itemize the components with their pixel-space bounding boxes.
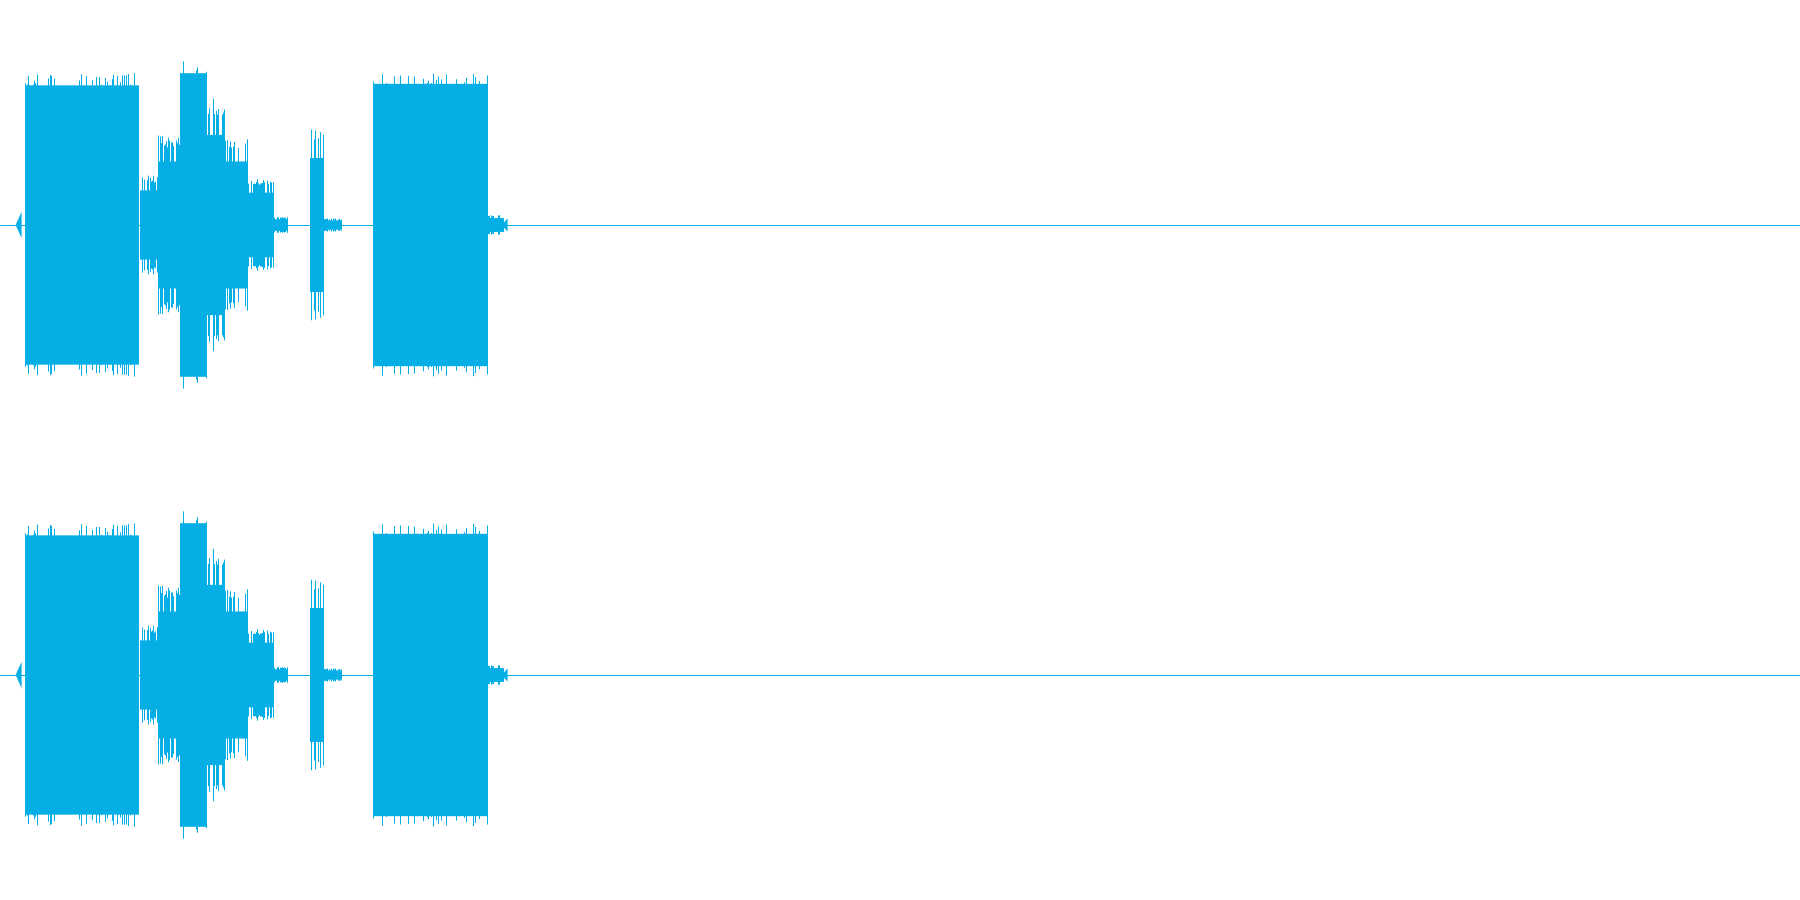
waveform-segment [225, 139, 248, 311]
waveform-segment [324, 218, 342, 232]
waveform-body [310, 608, 324, 742]
waveform-segment [180, 511, 207, 839]
waveform-segment [140, 175, 158, 275]
waveform-segment [274, 667, 288, 683]
waveform-segment [373, 523, 488, 827]
waveform-segment [248, 179, 274, 271]
waveform-segment [248, 629, 274, 721]
waveform-segment [310, 579, 324, 771]
waveform-segment [274, 217, 288, 233]
waveform-taper [501, 218, 508, 232]
waveform-body [225, 611, 248, 739]
waveform-body [310, 158, 324, 292]
waveform-segment [180, 61, 207, 389]
waveform-segment [488, 665, 504, 685]
waveform-taper [501, 668, 508, 682]
waveform-body [225, 161, 248, 289]
waveform-segment [324, 668, 342, 682]
waveform-segment [310, 129, 324, 321]
waveform-segment [25, 73, 139, 377]
waveform-taper [15, 211, 22, 239]
waveform-segment [158, 135, 180, 315]
waveform-body [180, 73, 207, 377]
channel-2-waveform [0, 511, 1800, 839]
waveform-body [180, 523, 207, 827]
waveform-segment [225, 589, 248, 761]
waveform-taper [15, 661, 22, 689]
waveform-segment [25, 523, 139, 827]
waveform-segment [158, 585, 180, 765]
waveform-segment [140, 625, 158, 725]
waveform-segment [207, 98, 225, 352]
waveform-segment [207, 548, 225, 802]
waveform-segment [373, 73, 488, 377]
channel-1-waveform [0, 61, 1800, 389]
waveform-segment [488, 215, 504, 235]
